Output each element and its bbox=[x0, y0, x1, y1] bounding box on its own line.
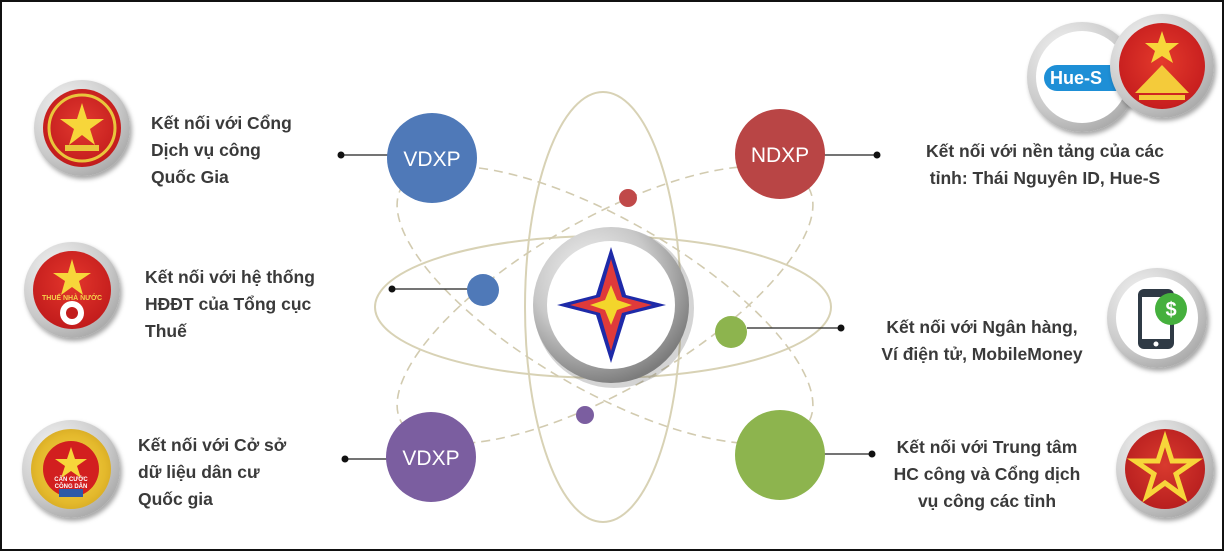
label-line: HC công và Cổng dịch bbox=[893, 464, 1081, 484]
national-emblem-logo bbox=[34, 80, 130, 176]
hub-label: VDXP bbox=[402, 447, 459, 470]
hub-label: VDXP bbox=[403, 148, 460, 171]
tax-logo-text: THUẾ NHÀ NƯỚC bbox=[42, 295, 102, 302]
orbit-dot-green bbox=[715, 316, 747, 348]
compass-star-icon bbox=[557, 247, 666, 363]
label-cong-dvc: Kết nối với Cổng Dịch vụ công Quốc Gia bbox=[151, 110, 292, 191]
admin-center-logo bbox=[1116, 420, 1214, 518]
label-csdl-dancu: Kết nối với Cở sở dữ liệu dân cư Quốc gi… bbox=[138, 432, 286, 513]
svg-text:$: $ bbox=[1165, 299, 1176, 321]
star-icon bbox=[43, 441, 99, 497]
label-line: tỉnh: Thái Nguyên ID, Hue-S bbox=[929, 168, 1161, 188]
endpoint-dot bbox=[868, 450, 876, 458]
endpoint-dot bbox=[837, 324, 845, 332]
endpoint-dot bbox=[388, 285, 396, 293]
hub-bottom-left: VDXP bbox=[386, 412, 476, 502]
hub-bottom-right bbox=[735, 410, 825, 500]
label-nen-tang-tinh: Kết nối với nền tảng của các tỉnh: Thái … bbox=[890, 138, 1200, 192]
thai-nguyen-logo bbox=[1110, 14, 1214, 118]
label-line: Kết nối với Ngân hàng, bbox=[886, 317, 1078, 337]
hub-label: NDXP bbox=[751, 144, 809, 167]
label-trung-tam-hc: Kết nối với Trung tâm HC công và Cổng dị… bbox=[872, 434, 1102, 515]
label-line: Kết nối với nền tảng của các bbox=[925, 141, 1165, 161]
orbit-dot-blue bbox=[467, 274, 499, 306]
hub-top-right: NDXP bbox=[735, 109, 825, 199]
center-emblem bbox=[533, 227, 694, 388]
label-line: Ví điện tử, MobileMoney bbox=[881, 344, 1083, 364]
endpoint-dot bbox=[873, 151, 881, 159]
label-line: dữ liệu dân cư bbox=[138, 462, 260, 482]
mobile-money-logo: $ bbox=[1107, 268, 1207, 368]
endpoint-dot bbox=[337, 151, 345, 159]
orbit-dot-red bbox=[619, 189, 637, 207]
mobile-payment-icon: $ bbox=[1138, 289, 1187, 349]
star-icon bbox=[53, 259, 91, 325]
star-icon bbox=[1135, 31, 1189, 100]
orbit-dot-purple bbox=[576, 406, 594, 424]
label-line: Kết nối với Trung tâm bbox=[896, 437, 1078, 457]
endpoint-dot bbox=[341, 455, 349, 463]
hue-s-text: Hue-S bbox=[1050, 68, 1103, 88]
label-line: Quốc Gia bbox=[151, 167, 229, 187]
star-icon bbox=[47, 93, 117, 163]
star-icon bbox=[1126, 430, 1204, 503]
tax-authority-logo: THUẾ NHÀ NƯỚC bbox=[24, 242, 120, 338]
connector-lines bbox=[341, 154, 877, 460]
label-line: Dịch vụ công bbox=[151, 140, 261, 160]
cccd-text-2: CÔNG DÂN bbox=[54, 484, 88, 490]
label-line: HĐĐT của Tổng cục bbox=[145, 294, 312, 314]
label-hddt: Kết nối với hệ thống HĐĐT của Tổng cục T… bbox=[145, 264, 315, 345]
label-line: vụ công các tỉnh bbox=[917, 491, 1057, 511]
label-ngan-hang: Kết nối với Ngân hàng, Ví điện tử, Mobil… bbox=[854, 314, 1110, 368]
hub-top-left: VDXP bbox=[387, 113, 477, 203]
label-line: Kết nối với hệ thống bbox=[145, 267, 315, 287]
citizen-id-logo: CĂN CƯỚC CÔNG DÂN bbox=[22, 420, 120, 518]
label-line: Thuế bbox=[145, 321, 187, 341]
cccd-text-1: CĂN CƯỚC bbox=[54, 477, 88, 483]
label-line: Quốc gia bbox=[138, 489, 213, 509]
label-line: Kết nối với Cổng bbox=[151, 113, 292, 133]
label-line: Kết nối với Cở sở bbox=[138, 435, 287, 455]
connector-endpoints bbox=[337, 151, 881, 463]
